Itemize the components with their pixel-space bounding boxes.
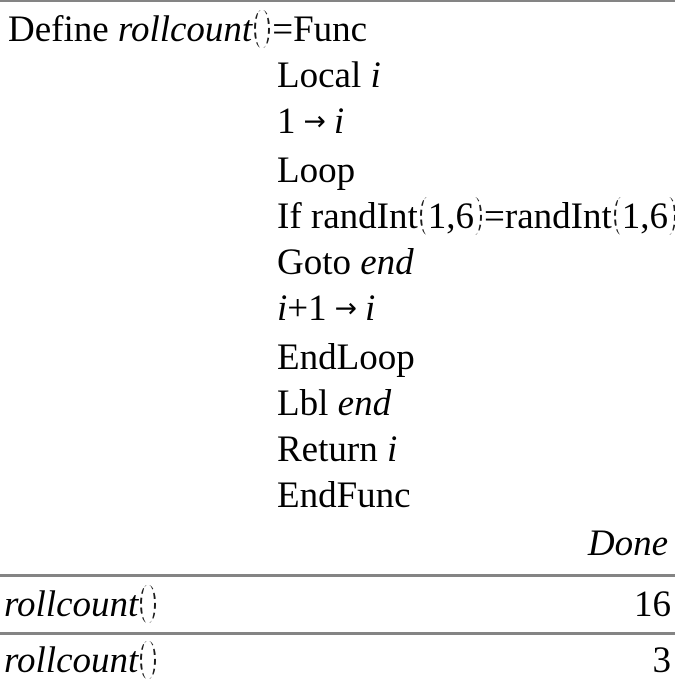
code-line-increment: i+1→i	[0, 286, 675, 335]
history-expression[interactable]: rollcount	[0, 639, 158, 682]
store-arrow-icon: →	[303, 106, 326, 137]
stretch-paren-left	[140, 585, 147, 623]
code-line-goto: Goto end	[277, 242, 414, 283]
definition-result-done[interactable]: Done	[587, 523, 668, 564]
stretch-paren-right	[669, 197, 675, 235]
stretch-paren-right	[149, 585, 157, 623]
code-line-init: 1→i	[0, 99, 675, 148]
stretch-paren-left	[140, 640, 147, 679]
stretch-paren-right	[475, 197, 482, 235]
history-entry[interactable]: rollcount 16	[0, 577, 675, 632]
stretch-paren-left	[419, 197, 427, 235]
entry-divider	[0, 632, 675, 635]
code-line-return: Return i	[277, 429, 398, 470]
stretch-paren-right	[263, 10, 271, 48]
stretch-paren-left	[254, 10, 261, 48]
code-line-local: Local i	[277, 55, 381, 96]
history-entry[interactable]: rollcount 3	[0, 635, 675, 682]
stretch-paren-right	[149, 640, 157, 679]
code-line-loop: Loop	[277, 150, 356, 191]
history-expression[interactable]: rollcount	[0, 583, 158, 626]
code-line-define: Define rollcount=Func	[8, 9, 368, 50]
stretch-paren-left	[613, 197, 621, 235]
history-result[interactable]: 16	[634, 584, 671, 625]
code-line-endloop: EndLoop	[277, 337, 415, 378]
entry-divider	[0, 574, 675, 577]
code-line-endfunc: EndFunc	[277, 475, 411, 516]
code-line-lbl: Lbl end	[277, 383, 392, 424]
store-arrow-icon: →	[334, 293, 357, 324]
history-entry-definition[interactable]: Define rollcount=Func Local i 1→i Loop I…	[0, 2, 675, 569]
history-result[interactable]: 3	[652, 639, 672, 681]
